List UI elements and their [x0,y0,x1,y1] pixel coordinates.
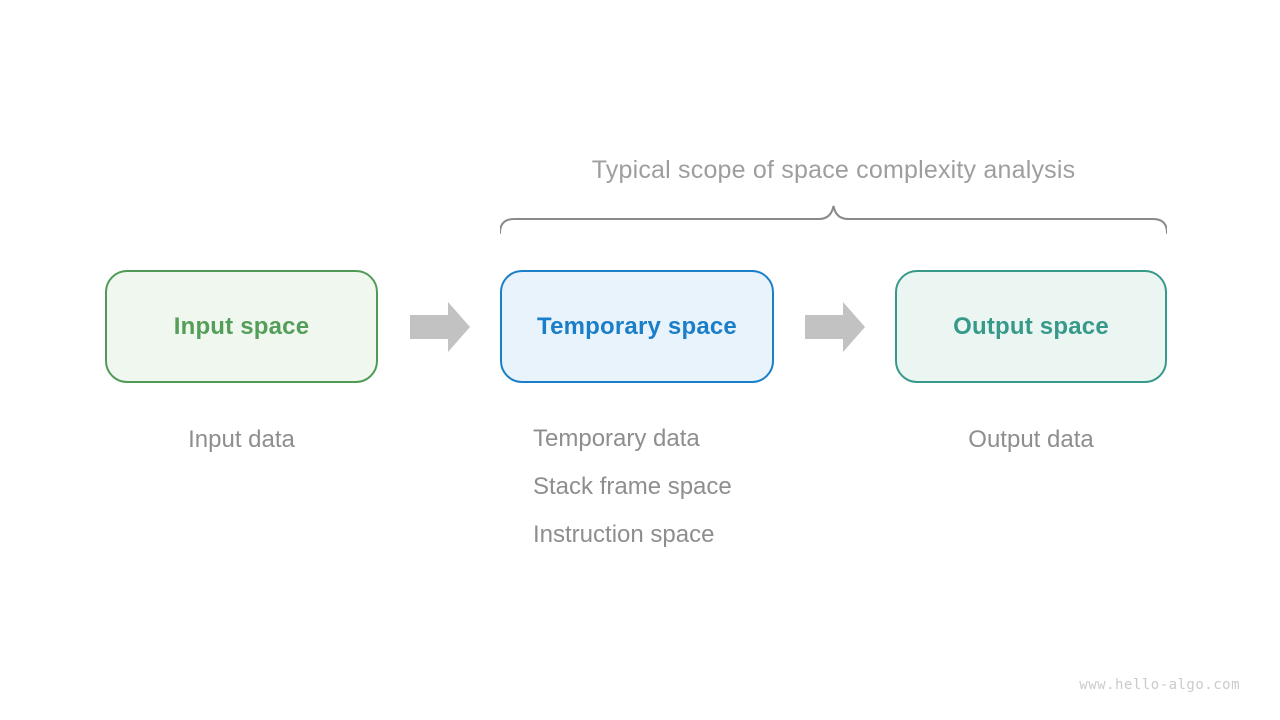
scope-brace-path [500,205,1167,234]
stack-frame-space-note: Stack frame space [533,473,732,500]
temporary-data-note: Temporary data [533,425,700,452]
input-data-note: Input data [188,426,295,453]
watermark: www.hello-algo.com [1079,677,1240,693]
output-space-box: Output space [895,270,1167,383]
arrow-right-shape [410,302,470,352]
diagram-title: Typical scope of space complexity analys… [591,156,1076,184]
arrow-right-icon [805,302,865,352]
arrow-right-shape [805,302,865,352]
temporary-space-label: Temporary space [537,312,737,340]
input-space-label: Input space [173,312,310,340]
output-data-note: Output data [968,426,1094,453]
temporary-space-box: Temporary space [500,270,774,383]
instruction-space-note: Instruction space [533,521,715,548]
input-space-box: Input space [105,270,378,383]
scope-brace [500,205,1167,234]
arrow-right-icon [410,302,470,352]
output-space-label: Output space [953,312,1109,340]
temporary-notes: Temporary data Stack frame space Instruc… [533,425,732,569]
